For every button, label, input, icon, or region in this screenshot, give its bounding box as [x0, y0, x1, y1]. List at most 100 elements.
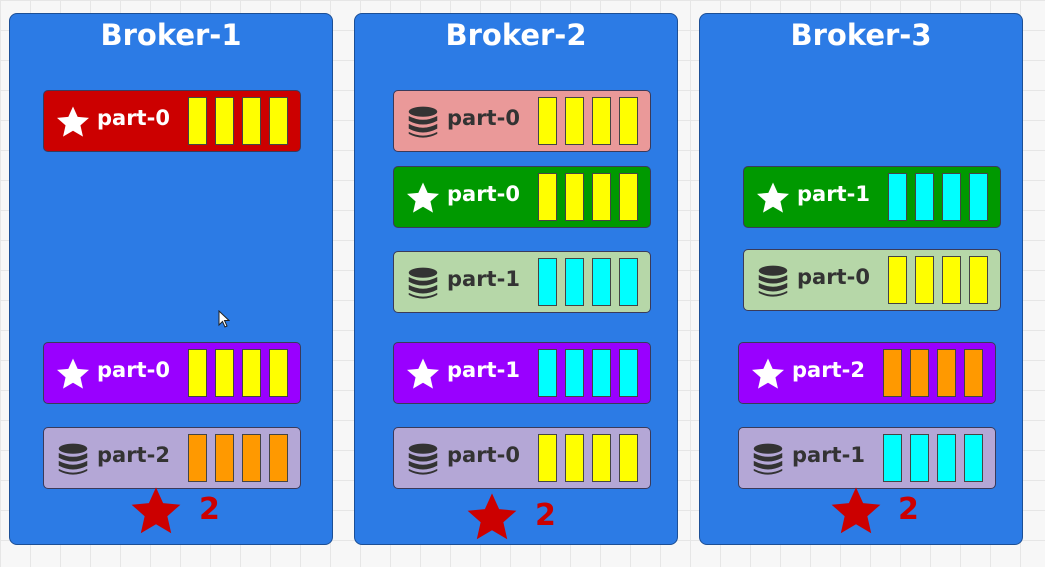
message-cell	[619, 97, 638, 145]
message-cell	[910, 349, 929, 397]
database-icon	[58, 443, 88, 475]
partition-block[interactable]: part-0	[393, 166, 651, 228]
message-cell	[538, 258, 557, 306]
message-cell	[269, 97, 288, 145]
partition-block[interactable]: part-1	[738, 427, 996, 489]
message-cell	[538, 349, 557, 397]
message-cell	[242, 349, 261, 397]
star-icon	[57, 358, 89, 389]
message-cell	[937, 349, 956, 397]
partition-label: part-2	[97, 443, 170, 467]
message-cell	[592, 258, 611, 306]
leader-count: 2	[898, 492, 919, 527]
message-cell	[215, 349, 234, 397]
message-cell	[888, 173, 907, 221]
message-cells	[188, 349, 288, 397]
message-cell	[910, 434, 929, 482]
message-cells	[888, 256, 988, 304]
message-cell	[215, 434, 234, 482]
message-cell	[242, 97, 261, 145]
star-icon	[407, 358, 439, 389]
message-cells	[538, 97, 638, 145]
message-cell	[942, 256, 961, 304]
database-icon	[408, 267, 438, 299]
message-cell	[619, 434, 638, 482]
message-cell	[565, 258, 584, 306]
leader-count: 2	[535, 498, 556, 533]
message-cell	[188, 434, 207, 482]
partition-block[interactable]: part-2	[738, 342, 996, 404]
message-cell	[592, 349, 611, 397]
broker-1-panel: Broker-1 part-0 part-0 part-2 2	[9, 13, 333, 545]
message-cell	[565, 97, 584, 145]
message-cell	[538, 97, 557, 145]
message-cell	[565, 434, 584, 482]
message-cell	[883, 349, 902, 397]
partition-label: part-2	[792, 358, 865, 382]
partition-label: part-0	[97, 106, 170, 130]
star-icon	[407, 182, 439, 213]
message-cells	[538, 258, 638, 306]
message-cell	[565, 173, 584, 221]
leader-star-icon	[131, 487, 181, 534]
database-icon	[758, 265, 788, 297]
database-icon	[753, 443, 783, 475]
leader-star-icon	[467, 493, 517, 540]
partition-label: part-0	[447, 106, 520, 130]
partition-label: part-1	[797, 182, 870, 206]
partition-block[interactable]: part-1	[743, 166, 1001, 228]
message-cell	[242, 434, 261, 482]
message-cells	[538, 173, 638, 221]
partition-label: part-0	[797, 265, 870, 289]
broker-3-panel: Broker-3 part-1 part-0 part-2 part-1 2	[699, 13, 1023, 545]
database-icon	[408, 443, 438, 475]
partition-label: part-1	[447, 358, 520, 382]
broker-title: Broker-1	[100, 18, 242, 52]
partition-block[interactable]: part-0	[43, 342, 301, 404]
partition-label: part-1	[447, 267, 520, 291]
star-icon	[757, 182, 789, 213]
message-cell	[619, 349, 638, 397]
message-cell	[188, 349, 207, 397]
message-cell	[269, 349, 288, 397]
message-cell	[915, 173, 934, 221]
message-cells	[883, 434, 983, 482]
message-cell	[619, 258, 638, 306]
partition-label: part-0	[447, 182, 520, 206]
leader-count: 2	[199, 492, 220, 527]
star-icon	[57, 106, 89, 137]
partition-block[interactable]: part-1	[393, 251, 651, 313]
message-cell	[883, 434, 902, 482]
message-cell	[915, 256, 934, 304]
message-cell	[592, 173, 611, 221]
message-cell	[592, 434, 611, 482]
message-cells	[188, 434, 288, 482]
message-cell	[942, 173, 961, 221]
message-cells	[883, 349, 983, 397]
message-cell	[964, 349, 983, 397]
partition-block[interactable]: part-0	[393, 90, 651, 152]
message-cells	[888, 173, 988, 221]
star-icon	[752, 358, 784, 389]
mouse-cursor-icon	[218, 310, 230, 328]
partition-block[interactable]: part-0	[743, 249, 1001, 311]
message-cell	[592, 97, 611, 145]
message-cell	[565, 349, 584, 397]
message-cell	[538, 434, 557, 482]
database-icon	[408, 106, 438, 138]
message-cell	[619, 173, 638, 221]
partition-label: part-1	[792, 443, 865, 467]
message-cell	[969, 173, 988, 221]
broker-title: Broker-2	[445, 18, 587, 52]
broker-2-panel: Broker-2 part-0 part-0 part-1 part-1 par…	[354, 13, 678, 545]
message-cells	[188, 97, 288, 145]
message-cell	[964, 434, 983, 482]
partition-block[interactable]: part-0	[43, 90, 301, 152]
partition-block[interactable]: part-1	[393, 342, 651, 404]
message-cell	[215, 97, 234, 145]
message-cell	[888, 256, 907, 304]
message-cells	[538, 434, 638, 482]
partition-block[interactable]: part-0	[393, 427, 651, 489]
message-cell	[937, 434, 956, 482]
partition-block[interactable]: part-2	[43, 427, 301, 489]
